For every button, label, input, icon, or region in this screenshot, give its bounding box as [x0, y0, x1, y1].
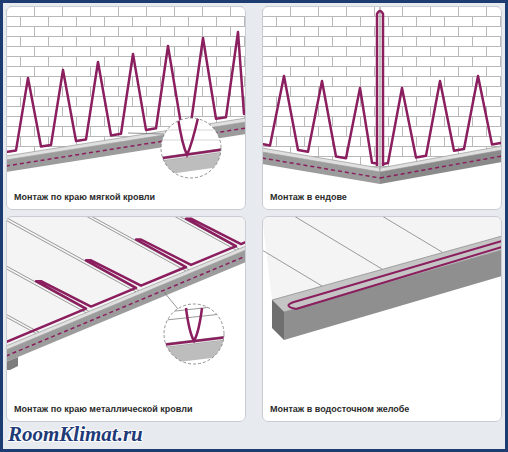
- metal-roof-figure: [6, 216, 246, 370]
- panel: Монтаж по краю металлической кровли: [6, 216, 246, 422]
- panel: Монтаж в ендове: [262, 6, 502, 210]
- caption: Монтаж по краю металлической кровли: [14, 404, 192, 414]
- watermark: RoomKlimat.ru: [8, 422, 143, 447]
- caption: Монтаж по краю мягкой кровли: [14, 192, 155, 202]
- panel: Монтаж в водосточном желобе: [262, 216, 502, 422]
- soft-roof-figure: [6, 6, 246, 178]
- caption: Монтаж в водосточном желобе: [270, 404, 409, 414]
- gutter-figure: [262, 216, 502, 340]
- panel: Монтаж по краю мягкой кровли: [6, 6, 246, 210]
- valley-figure: [262, 6, 502, 184]
- caption: Монтаж в ендове: [270, 192, 347, 202]
